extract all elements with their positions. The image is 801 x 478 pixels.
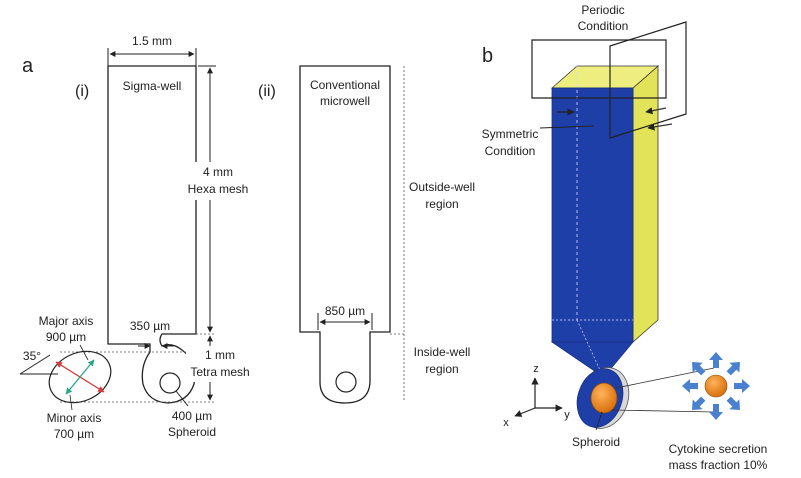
spheroid-callout-line — [175, 390, 189, 407]
periodic-label-1: Periodic — [581, 3, 624, 17]
spheroid-3d — [590, 382, 618, 414]
conventional-bottom-dimension: 850 µm — [317, 304, 373, 330]
conventional-bottom-label: 850 µm — [325, 304, 365, 318]
periodic-label-2: Condition — [578, 19, 629, 33]
secretion-arrow — [692, 362, 706, 376]
conventional-spheroid-circle — [335, 371, 357, 393]
secretion-arrow — [682, 379, 698, 393]
height-bottom-value: 1 mm — [205, 348, 235, 362]
inside-region-label-2: region — [425, 362, 458, 376]
conventional-title-1: Conventional — [310, 78, 380, 92]
neck-face — [550, 341, 634, 373]
sigma-well-outline — [107, 65, 197, 404]
model-3d-block — [550, 65, 660, 429]
ellipse-angle-label: 35° — [23, 349, 41, 363]
cytokine-burst — [682, 352, 750, 420]
cytokine-label-1: Cytokine secretion — [669, 442, 768, 456]
panel-label-b: b — [482, 45, 493, 67]
subpanel-label-ii: (ii) — [258, 83, 276, 100]
cytokine-leader-bottom — [611, 409, 715, 413]
axis-y-label: y — [564, 409, 570, 421]
conventional-title-2: microwell — [320, 94, 370, 108]
conventional-well-outline — [299, 65, 391, 404]
symmetric-label-1: Symmetric — [482, 127, 539, 141]
minor-axis-label: Minor axis — [47, 411, 102, 425]
outside-region-label-1: Outside-well — [409, 180, 475, 194]
sigma-well-title: Sigma-well — [123, 79, 182, 93]
periodic-arrow-1 — [645, 107, 667, 115]
neck-label: 350 µm — [130, 319, 170, 333]
sigma-spheroid-circle — [159, 372, 181, 394]
minor-axis-value: 700 µm — [54, 427, 94, 441]
symmetric-label-2: Condition — [485, 144, 536, 158]
width-label: 1.5 mm — [132, 34, 172, 48]
inside-region-label-1: Inside-well — [414, 345, 471, 359]
height-top-value: 4 mm — [203, 165, 233, 179]
neck-dimension: 350 µm — [130, 319, 174, 349]
cytokine-label-2: mass fraction 10% — [669, 458, 768, 472]
spheroid-3d-label: Spheroid — [572, 435, 620, 449]
secretion-arrow — [709, 352, 723, 368]
panel-label-a: a — [22, 55, 34, 77]
height-top-mesh: Hexa mesh — [188, 182, 249, 196]
secretion-arrow — [726, 396, 740, 410]
symmetric-leader-line — [539, 125, 595, 129]
spheroid-size-label: 400 µm — [172, 409, 212, 423]
width-dimension: 1.5 mm — [107, 34, 197, 66]
outside-region-label-2: region — [425, 197, 458, 211]
cytokine-source-sphere — [704, 374, 728, 398]
axis-z-label: z — [533, 363, 539, 375]
height-dimension: 4 mm Hexa mesh 1 mm Tetra mesh — [186, 65, 254, 401]
spheroid-label: Spheroid — [168, 425, 216, 439]
major-axis-label: Major axis — [39, 314, 94, 328]
spheroid-3d-leader — [595, 411, 603, 431]
periodic-arrow-2 — [647, 123, 673, 131]
ellipse-inset: 35° Major axis 900 µm Minor axis 700 µm — [19, 314, 112, 441]
secretion-arrow — [709, 404, 723, 420]
secretion-arrow — [734, 379, 750, 393]
periodic-condition-planes — [531, 21, 687, 139]
secretion-arrow — [692, 396, 706, 410]
height-bottom-mesh: Tetra mesh — [190, 365, 249, 379]
yellow-side-face — [632, 65, 659, 343]
major-axis-value: 900 µm — [46, 330, 86, 344]
secretion-arrow — [726, 362, 740, 376]
region-bracket: Outside-well region Inside-well region — [390, 66, 475, 402]
axis-x-label: x — [503, 417, 509, 429]
axes-triad: z y x — [503, 363, 570, 429]
subpanel-label-i: (i) — [75, 83, 89, 100]
